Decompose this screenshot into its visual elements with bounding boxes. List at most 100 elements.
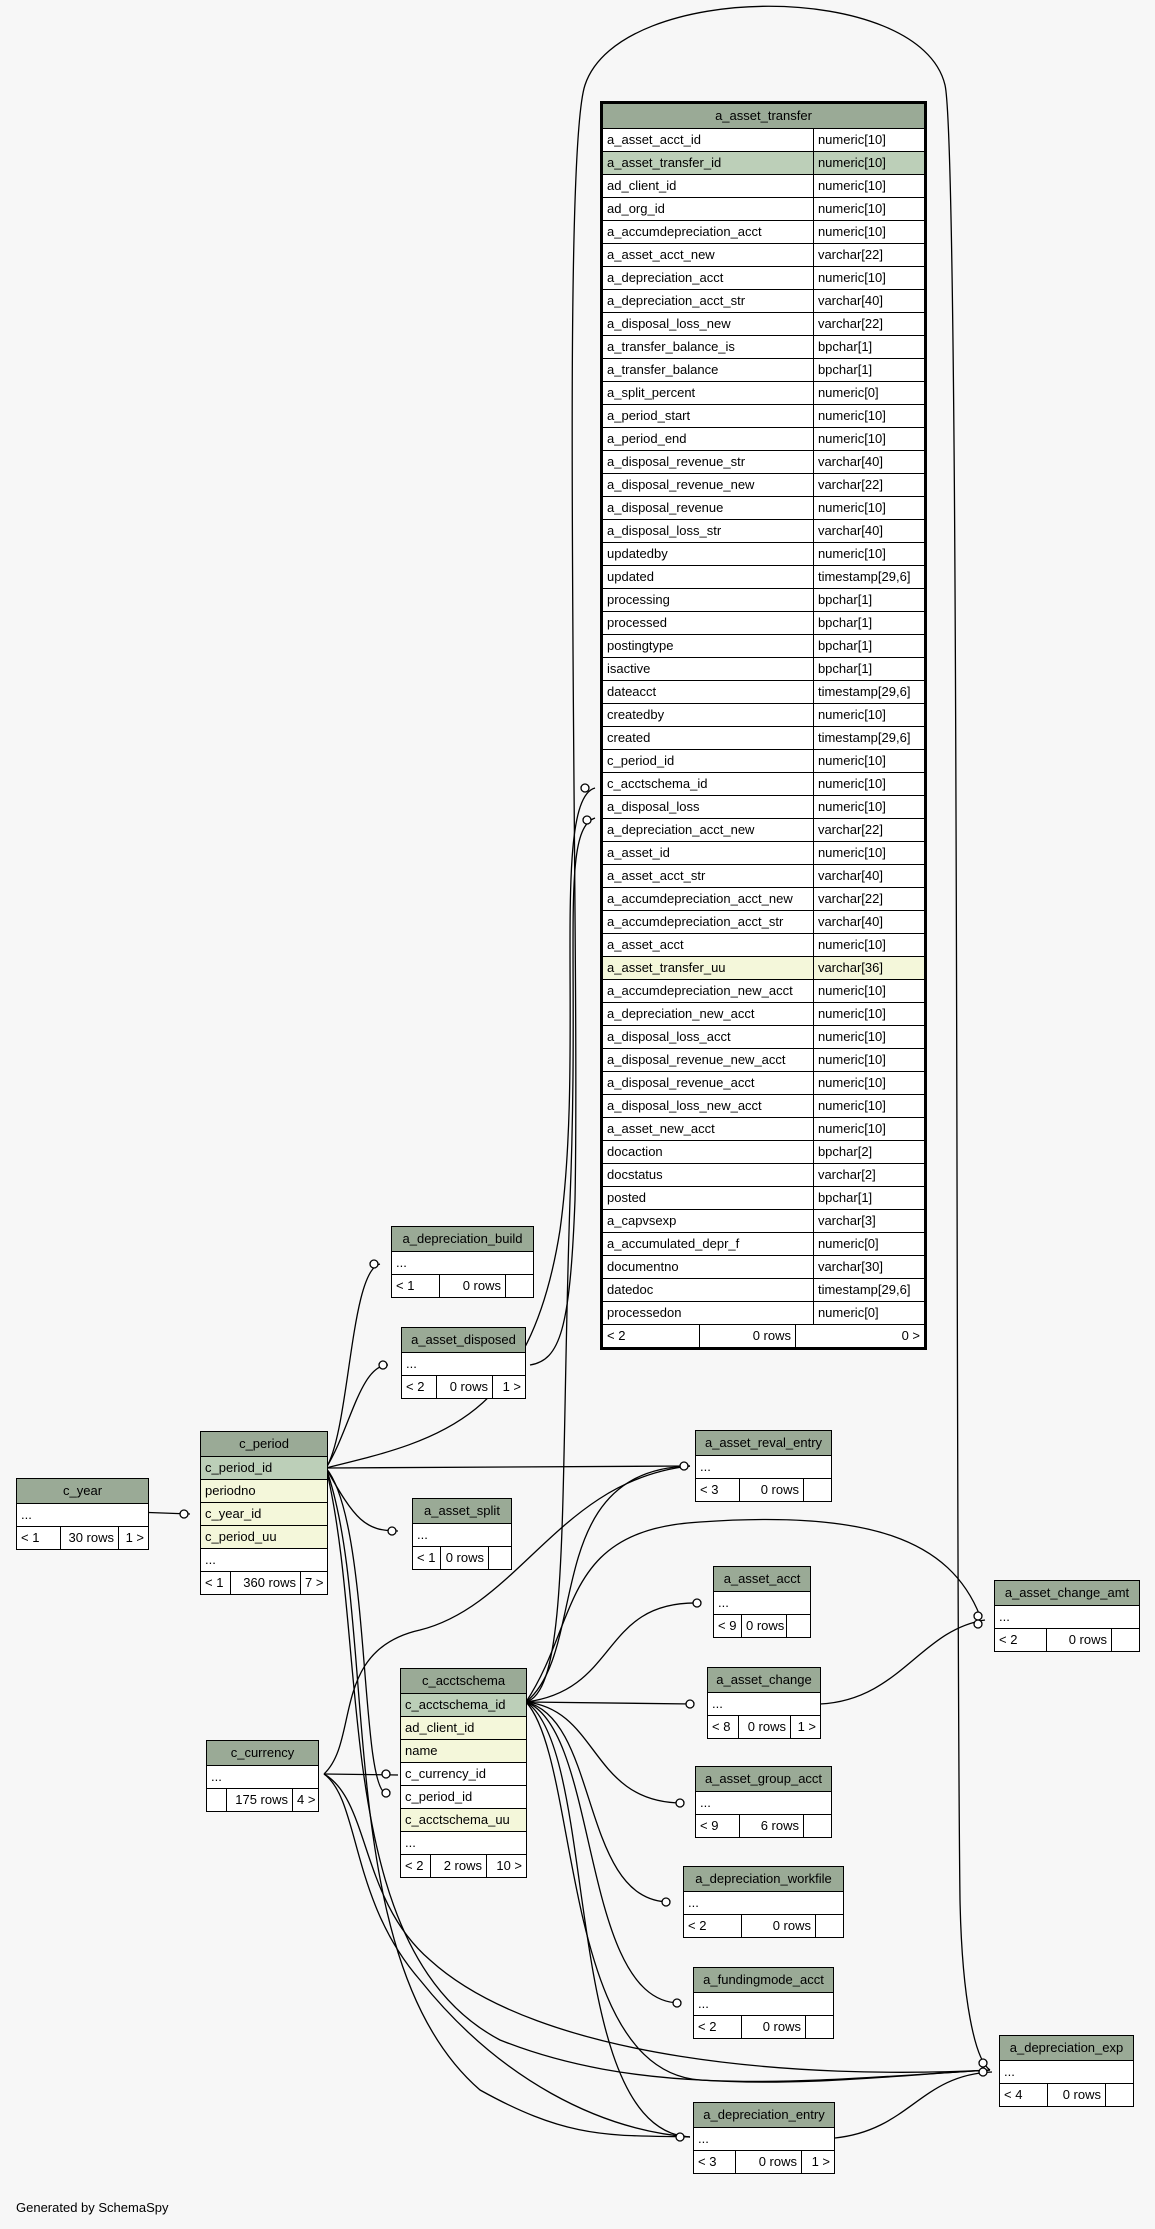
row-count[interactable]: 0 rows: [741, 1914, 816, 1938]
column-type[interactable]: timestamp[29,6]: [812, 680, 927, 704]
column-name[interactable]: ...: [693, 1992, 834, 2016]
table-row[interactable]: ...: [999, 2060, 1134, 2084]
column-name[interactable]: ...: [399, 1831, 528, 1855]
column-name[interactable]: a_accumdepreciation_acct_new: [601, 887, 814, 911]
table-row[interactable]: ...: [390, 1251, 535, 1275]
column-name[interactable]: ...: [15, 1503, 150, 1527]
column-name[interactable]: a_depreciation_acct_new: [601, 818, 814, 842]
table-row[interactable]: ad_client_id: [399, 1716, 528, 1740]
column-name[interactable]: ad_org_id: [601, 197, 814, 221]
column-name[interactable]: c_acctschema_uu: [399, 1808, 528, 1832]
column-name[interactable]: a_disposal_revenue: [601, 496, 814, 520]
column-name[interactable]: ...: [994, 1605, 1140, 1629]
column-name[interactable]: a_asset_transfer_uu: [601, 956, 814, 980]
column-type[interactable]: numeric[10]: [812, 220, 927, 244]
table-title[interactable]: a_depreciation_build: [390, 1226, 535, 1252]
table-row[interactable]: c_period_uu: [200, 1525, 328, 1549]
column-type[interactable]: varchar[40]: [812, 289, 927, 313]
parents-count[interactable]: < 1: [16, 1526, 61, 1550]
column-type[interactable]: varchar[3]: [812, 1209, 927, 1233]
parents-count[interactable]: < 2: [994, 1628, 1047, 1652]
column-name[interactable]: c_acctschema_id: [601, 772, 814, 796]
column-type[interactable]: timestamp[29,6]: [812, 565, 927, 589]
column-name[interactable]: posted: [601, 1186, 814, 1210]
table-row[interactable]: ...: [706, 1692, 822, 1716]
column-name[interactable]: a_asset_id: [601, 841, 814, 865]
column-type[interactable]: numeric[10]: [812, 1117, 927, 1141]
children-count[interactable]: 1 >: [800, 2150, 836, 2174]
column-type[interactable]: timestamp[29,6]: [812, 726, 927, 750]
row-count[interactable]: 0 rows: [735, 2150, 802, 2174]
row-count[interactable]: 360 rows: [230, 1571, 301, 1595]
column-name[interactable]: a_asset_transfer_id: [601, 151, 814, 175]
column-type[interactable]: varchar[40]: [812, 519, 927, 543]
children-count[interactable]: 1 >: [492, 1375, 526, 1399]
column-type[interactable]: numeric[10]: [812, 197, 927, 221]
column-name[interactable]: docaction: [601, 1140, 814, 1164]
parents-count[interactable]: < 1: [391, 1274, 440, 1298]
table-row[interactable]: ...: [401, 1352, 526, 1376]
column-type[interactable]: bpchar[1]: [812, 657, 927, 681]
column-type[interactable]: varchar[40]: [812, 910, 927, 934]
column-type[interactable]: numeric[10]: [812, 795, 927, 819]
column-type[interactable]: numeric[10]: [812, 772, 927, 796]
table-title[interactable]: a_depreciation_exp: [999, 2035, 1134, 2061]
table-row[interactable]: c_currency_id: [399, 1762, 528, 1786]
column-name[interactable]: ...: [401, 1352, 526, 1376]
column-name[interactable]: ...: [200, 1548, 328, 1572]
column-name[interactable]: c_period_id: [200, 1456, 328, 1480]
table-title[interactable]: a_asset_transfer: [601, 102, 926, 129]
parents-count[interactable]: < 2: [693, 2015, 742, 2039]
children-count[interactable]: 4 >: [291, 1788, 320, 1812]
row-count[interactable]: 0 rows: [699, 1325, 796, 1347]
parents-count[interactable]: < 2: [603, 1325, 700, 1347]
column-type[interactable]: varchar[22]: [812, 818, 927, 842]
table-title[interactable]: a_depreciation_workfile: [683, 1866, 844, 1892]
column-type[interactable]: bpchar[1]: [812, 611, 927, 635]
table-row[interactable]: ...: [205, 1765, 320, 1789]
column-name[interactable]: c_period_uu: [200, 1525, 328, 1549]
column-type[interactable]: varchar[30]: [812, 1255, 927, 1279]
children-count[interactable]: 0 >: [901, 1328, 920, 1343]
column-name[interactable]: ...: [205, 1765, 320, 1789]
column-name[interactable]: a_split_percent: [601, 381, 814, 405]
column-name[interactable]: a_period_end: [601, 427, 814, 451]
parents-count[interactable]: < 2: [401, 1375, 437, 1399]
children-count[interactable]: [805, 2015, 834, 2039]
column-name[interactable]: a_disposal_loss_str: [601, 519, 814, 543]
parents-count[interactable]: < 4: [999, 2083, 1048, 2107]
column-type[interactable]: varchar[22]: [812, 312, 927, 336]
column-type[interactable]: numeric[0]: [812, 1301, 927, 1325]
table-row[interactable]: periodno: [200, 1479, 328, 1503]
table-row[interactable]: ...: [694, 1455, 833, 1479]
table-row[interactable]: ...: [693, 1992, 834, 2016]
row-count[interactable]: 0 rows: [738, 1715, 791, 1739]
column-type[interactable]: bpchar[1]: [812, 335, 927, 359]
table-row[interactable]: c_period_id: [399, 1785, 528, 1809]
column-name[interactable]: a_disposal_loss_new: [601, 312, 814, 336]
